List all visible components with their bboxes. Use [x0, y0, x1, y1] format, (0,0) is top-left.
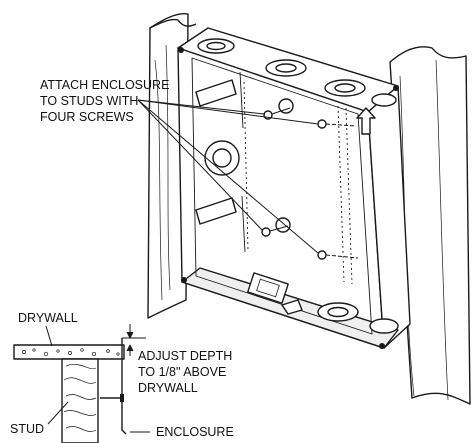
depth-dimension [122, 324, 146, 356]
drywall-leader [45, 325, 53, 347]
attach-callout: ATTACH ENCLOSURE TO STUDS WITH FOUR SCRE… [40, 77, 169, 125]
enclosure-label: ENCLOSURE [156, 425, 234, 439]
screw-icon [261, 225, 289, 237]
detail-inset [13, 324, 150, 443]
adjust-line-2: TO 1/8" ABOVE [138, 365, 227, 379]
stud-block [61, 358, 99, 443]
detail-screw-icon [100, 394, 124, 402]
mounting-screws [261, 107, 359, 260]
attach-leader-lines [137, 99, 319, 254]
left-stud [147, 12, 197, 319]
stud-leader [47, 401, 69, 425]
screw-icon [317, 250, 359, 260]
adjust-depth-callout: ADJUST DEPTH TO 1/8" ABOVE DRYWALL [138, 348, 232, 396]
enclosure-edge [121, 338, 127, 435]
up-arrow-icon [356, 107, 376, 135]
attach-callout-line-3: FOUR SCREWS [40, 110, 134, 124]
attach-callout-line-1: ATTACH ENCLOSURE [40, 78, 170, 92]
drywall-label: DRYWALL [18, 311, 78, 325]
adjust-line-1: ADJUST DEPTH [138, 349, 233, 363]
perforated-rails [243, 81, 353, 285]
enclosure-box [177, 27, 411, 349]
stud-label: STUD [10, 422, 45, 436]
attach-callout-line-2: TO STUDS WITH [40, 94, 139, 108]
adjust-line-3: DRYWALL [138, 381, 198, 395]
box-corner-screws [178, 47, 399, 349]
